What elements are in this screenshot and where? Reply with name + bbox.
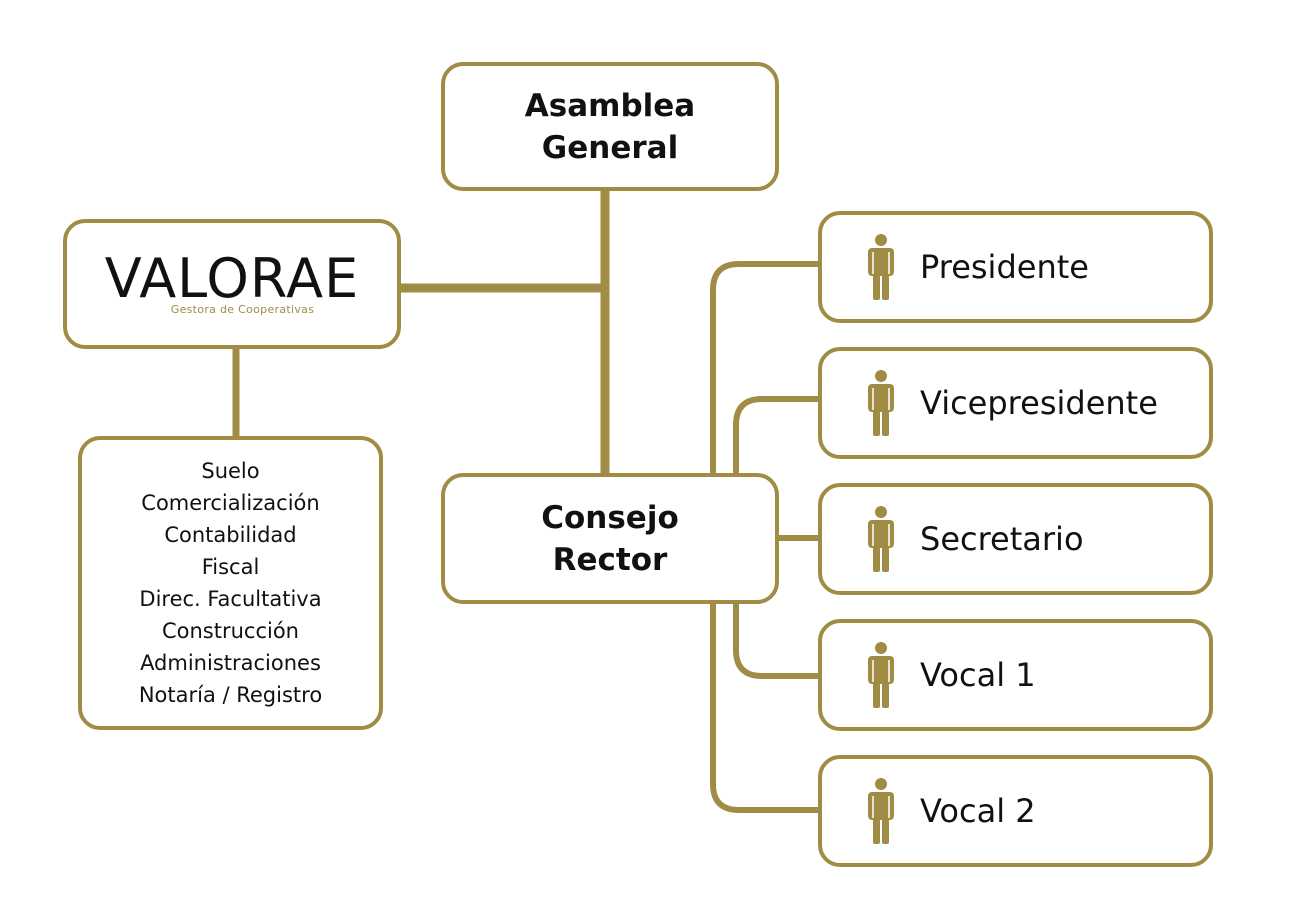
service-item: Construcción bbox=[161, 619, 299, 643]
connector-president bbox=[710, 261, 823, 475]
member-box: Presidente bbox=[818, 211, 1213, 323]
member-box: Vocal 1 bbox=[818, 619, 1213, 731]
asamblea-general-box: Asamblea General bbox=[441, 62, 779, 191]
member-label: Secretario bbox=[920, 520, 1084, 558]
service-item: Direc. Facultativa bbox=[139, 587, 322, 611]
person-icon bbox=[868, 370, 894, 436]
service-item: Suelo bbox=[201, 459, 260, 483]
service-item: Administraciones bbox=[140, 651, 321, 675]
person-icon bbox=[868, 778, 894, 844]
member-box: Vocal 2 bbox=[818, 755, 1213, 867]
member-label: Vocal 1 bbox=[920, 656, 1036, 694]
service-item: Comercialización bbox=[141, 491, 320, 515]
service-item: Fiscal bbox=[201, 555, 260, 579]
logo-tagline: Gestora de Cooperativas bbox=[170, 302, 315, 316]
consejo-title-line1: Consejo bbox=[541, 499, 679, 536]
person-icon bbox=[868, 234, 894, 300]
asamblea-title-line1: Asamblea bbox=[524, 87, 696, 124]
logo-wordmark: VALORAE bbox=[104, 246, 360, 310]
consejo-title-line2: Rector bbox=[552, 541, 668, 578]
member-label: Presidente bbox=[920, 248, 1089, 286]
valorae-logo-box: VALORAE Gestora de Cooperativas bbox=[63, 219, 401, 349]
member-box: Secretario bbox=[818, 483, 1213, 595]
asamblea-title-line2: General bbox=[541, 129, 679, 166]
service-item: Contabilidad bbox=[164, 523, 297, 547]
member-box: Vicepresidente bbox=[818, 347, 1213, 459]
person-icon bbox=[868, 642, 894, 708]
consejo-rector-box: Consejo Rector bbox=[441, 473, 779, 604]
member-label: Vicepresidente bbox=[920, 384, 1158, 422]
member-label: Vocal 2 bbox=[920, 792, 1036, 830]
valorae-logo: VALORAE Gestora de Cooperativas bbox=[104, 246, 360, 316]
connector-vicepresident bbox=[733, 396, 823, 475]
service-item: Notaría / Registro bbox=[138, 683, 323, 707]
connector-vocal1 bbox=[733, 601, 823, 679]
connector-vocal2 bbox=[710, 601, 823, 813]
person-icon bbox=[868, 506, 894, 572]
